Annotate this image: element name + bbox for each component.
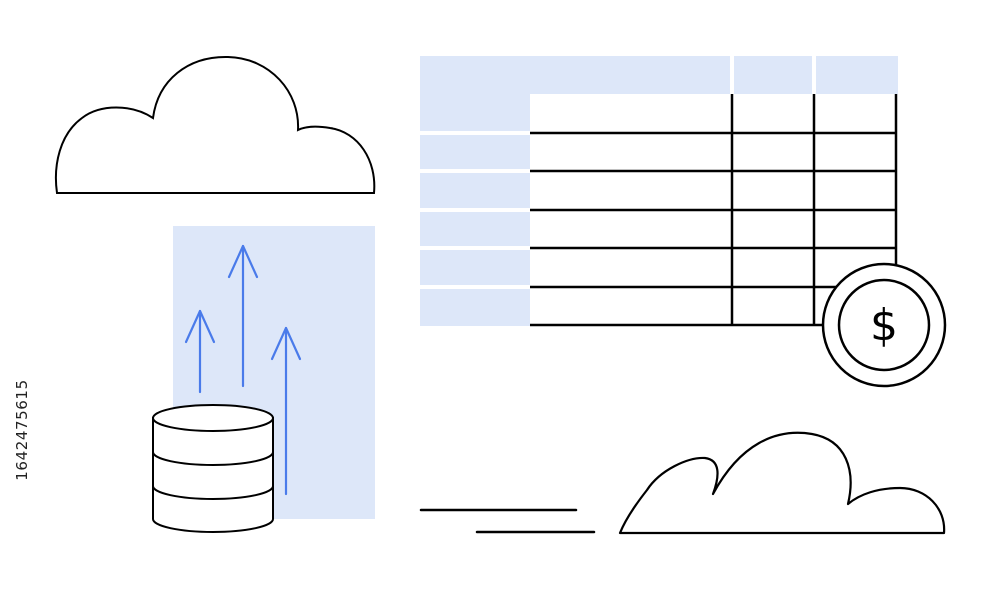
spreadsheet-table-icon [420, 56, 898, 327]
table-header-dividers [730, 56, 816, 94]
up-arrow-icon [184, 309, 216, 394]
ground-lines [419, 508, 596, 534]
side-id-text: 1642475615 [13, 379, 31, 481]
cloud-icon [618, 431, 946, 535]
dollar-symbol: $ [870, 300, 898, 351]
dollar-coin-icon: $ [821, 262, 947, 388]
table-header-row [420, 56, 898, 94]
up-arrow-icon [270, 326, 302, 496]
cloud-icon [54, 55, 376, 194]
table-first-column-dividers [420, 131, 530, 289]
up-arrow-icon [227, 244, 259, 388]
database-icon [152, 404, 274, 533]
table-grid-lines [530, 94, 898, 327]
